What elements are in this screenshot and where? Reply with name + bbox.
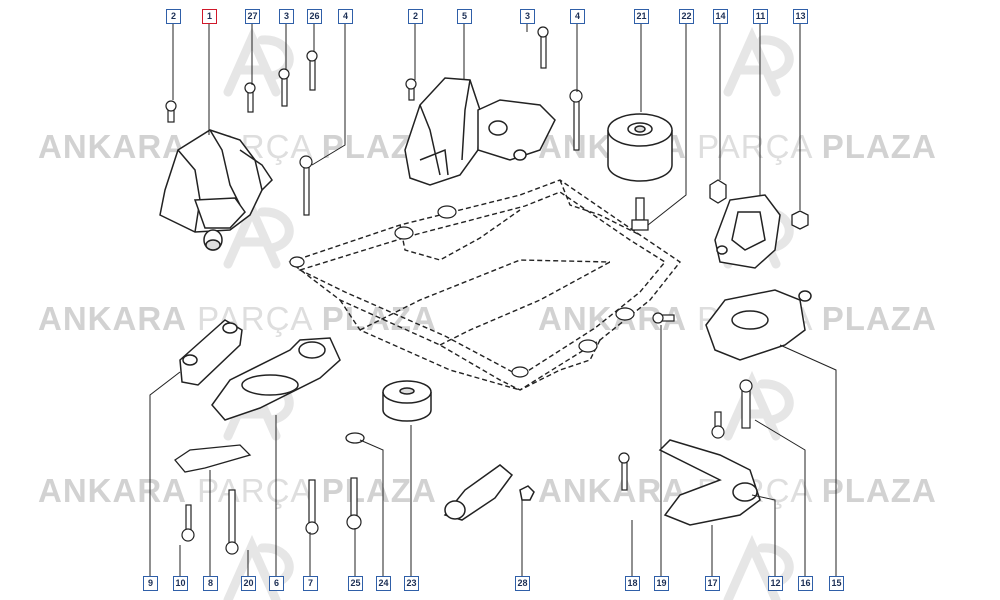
plate-8 <box>174 444 252 473</box>
callout-part-19[interactable]: 19 <box>654 576 669 591</box>
callout-part-7[interactable]: 7 <box>303 576 318 591</box>
bolt-22 <box>631 197 649 231</box>
gearbox-mount-right <box>714 194 781 269</box>
washer-24 <box>345 432 365 444</box>
callout-part-4-center[interactable]: 4 <box>570 9 585 24</box>
callout-part-8[interactable]: 8 <box>203 576 218 591</box>
callout-part-6[interactable]: 6 <box>269 576 284 591</box>
callout-part-23[interactable]: 23 <box>404 576 419 591</box>
callout-part-22[interactable]: 22 <box>679 9 694 24</box>
callout-part-24[interactable]: 24 <box>376 576 391 591</box>
engine-mount-left <box>159 129 273 251</box>
callout-part-12[interactable]: 12 <box>768 576 783 591</box>
damper-weight <box>607 113 673 182</box>
lower-mount <box>211 337 341 421</box>
callout-part-15[interactable]: 15 <box>829 576 844 591</box>
leader-lines <box>149 24 837 577</box>
callout-part-17[interactable]: 17 <box>705 576 720 591</box>
callout-part-2-center[interactable]: 2 <box>408 9 423 24</box>
callout-part-5[interactable]: 5 <box>457 9 472 24</box>
nut-13 <box>791 210 809 230</box>
callout-part-25[interactable]: 25 <box>348 576 363 591</box>
callout-part-14[interactable]: 14 <box>713 9 728 24</box>
callout-part-9[interactable]: 9 <box>143 576 158 591</box>
callout-part-18[interactable]: 18 <box>625 576 640 591</box>
bracket-15 <box>705 289 812 361</box>
engine-mount-center <box>404 77 556 186</box>
nut-14 <box>709 179 727 204</box>
callout-part-21[interactable]: 21 <box>634 9 649 24</box>
callout-part-3-center[interactable]: 3 <box>520 9 535 24</box>
callout-part-28[interactable]: 28 <box>515 576 530 591</box>
callout-part-13[interactable]: 13 <box>793 9 808 24</box>
callout-part-26[interactable]: 26 <box>307 9 322 24</box>
callout-part-11[interactable]: 11 <box>753 9 768 24</box>
callout-part-16[interactable]: 16 <box>798 576 813 591</box>
callout-part-10[interactable]: 10 <box>173 576 188 591</box>
rubber-bush <box>382 380 432 422</box>
callout-part-20[interactable]: 20 <box>241 576 256 591</box>
torque-rod <box>179 319 243 386</box>
subframe <box>288 179 682 391</box>
callout-part-1-selected[interactable]: 1 <box>202 9 217 24</box>
link-28 <box>443 464 535 521</box>
callout-part-27[interactable]: 27 <box>245 9 260 24</box>
bracket-17 <box>658 439 761 526</box>
callout-part-3[interactable]: 3 <box>279 9 294 24</box>
subframe-bushings <box>289 205 635 378</box>
bolts <box>165 26 753 555</box>
callout-part-2[interactable]: 2 <box>166 9 181 24</box>
callout-part-4[interactable]: 4 <box>338 9 353 24</box>
